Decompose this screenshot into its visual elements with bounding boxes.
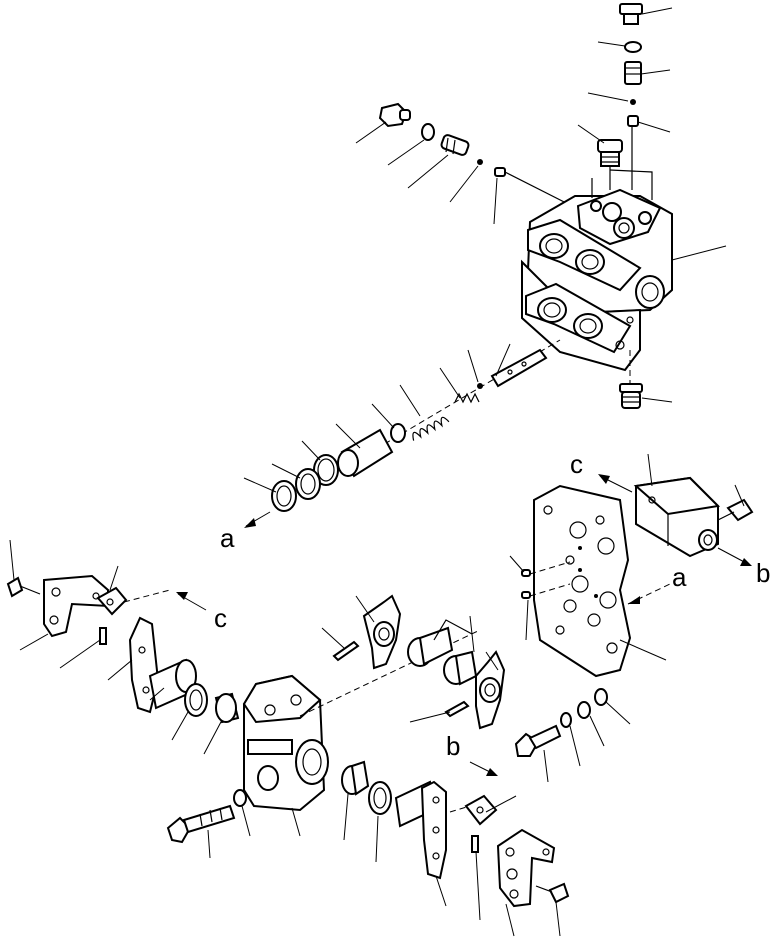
- relief-valve-plug: [577, 124, 623, 167]
- cotter-pin-left: [59, 627, 107, 669]
- check-ball: [449, 159, 483, 203]
- spring-retainer: [371, 403, 406, 443]
- roll-pin-lower: [409, 700, 470, 723]
- connection-b-bottom: b: [446, 731, 498, 776]
- guide-line: [609, 169, 653, 200]
- spool-small-spring: [439, 367, 480, 404]
- connection-b-right: b: [717, 547, 770, 588]
- spool-cap: [335, 423, 394, 478]
- lever-left-sleeve: [203, 692, 240, 755]
- check-o-ring: [387, 123, 435, 166]
- relief-adjust-screw: [624, 61, 671, 85]
- label-b-bottom: b: [446, 731, 460, 761]
- spool: [490, 343, 548, 388]
- lever-left: [107, 616, 197, 714]
- pilot-bolt: [717, 484, 754, 522]
- lever-link-left: [96, 565, 171, 616]
- relief-ball: [587, 92, 636, 105]
- gasket-plate: [533, 484, 667, 678]
- cotter-pin-right: [471, 835, 481, 921]
- roll-pin-upper: [321, 627, 360, 662]
- relief-cap-plug: [619, 3, 673, 25]
- connection-c-top: c: [570, 449, 633, 493]
- dowel-pins: [509, 555, 571, 641]
- spool-seal: [271, 463, 321, 500]
- spool-wiper: [243, 477, 297, 512]
- valve-body: [521, 188, 727, 372]
- check-spring-seat: [407, 134, 470, 189]
- spool-return-spring: [399, 384, 450, 441]
- connection-a-right: a: [627, 562, 687, 605]
- body-bottom-plug: [619, 350, 673, 409]
- relief-o-ring: [597, 41, 642, 53]
- lever-housing: [242, 629, 481, 837]
- lever-left-bushing: [171, 683, 208, 741]
- relief-poppet: [627, 115, 671, 133]
- bracket-screw-left: [6, 539, 41, 598]
- lever-right: [394, 780, 447, 907]
- lever-bracket-left: [19, 574, 109, 651]
- label-c-top: c: [570, 449, 583, 479]
- label-b-right: b: [756, 558, 770, 588]
- label-a-left: a: [220, 523, 235, 553]
- right-bushing: [368, 781, 392, 863]
- spool-small-ball: [467, 349, 483, 389]
- plate-lockwasher: [560, 712, 581, 767]
- plate-flatwasher: [577, 701, 605, 747]
- label-c-left: c: [214, 603, 227, 633]
- connection-c-left: c: [176, 592, 227, 633]
- label-a-right: a: [672, 562, 687, 592]
- sleeve-pair-upper: [407, 615, 478, 686]
- housing-washer: [233, 789, 251, 837]
- right-sleeve: [341, 760, 370, 841]
- plate-bolt: [514, 724, 562, 783]
- check-valve-plug: [355, 102, 411, 144]
- bracket-screw-right: [535, 882, 570, 937]
- housing-bolt: [166, 804, 236, 859]
- connection-a-left: a: [220, 511, 271, 553]
- wing-flange-upper: [355, 594, 402, 670]
- pilot-block: [633, 453, 721, 558]
- check-poppet: [493, 167, 506, 225]
- plate-washer: [594, 688, 631, 725]
- wing-flange-lower: [475, 650, 506, 730]
- lever-link-right: [449, 794, 517, 826]
- lever-bracket-right: [496, 828, 556, 937]
